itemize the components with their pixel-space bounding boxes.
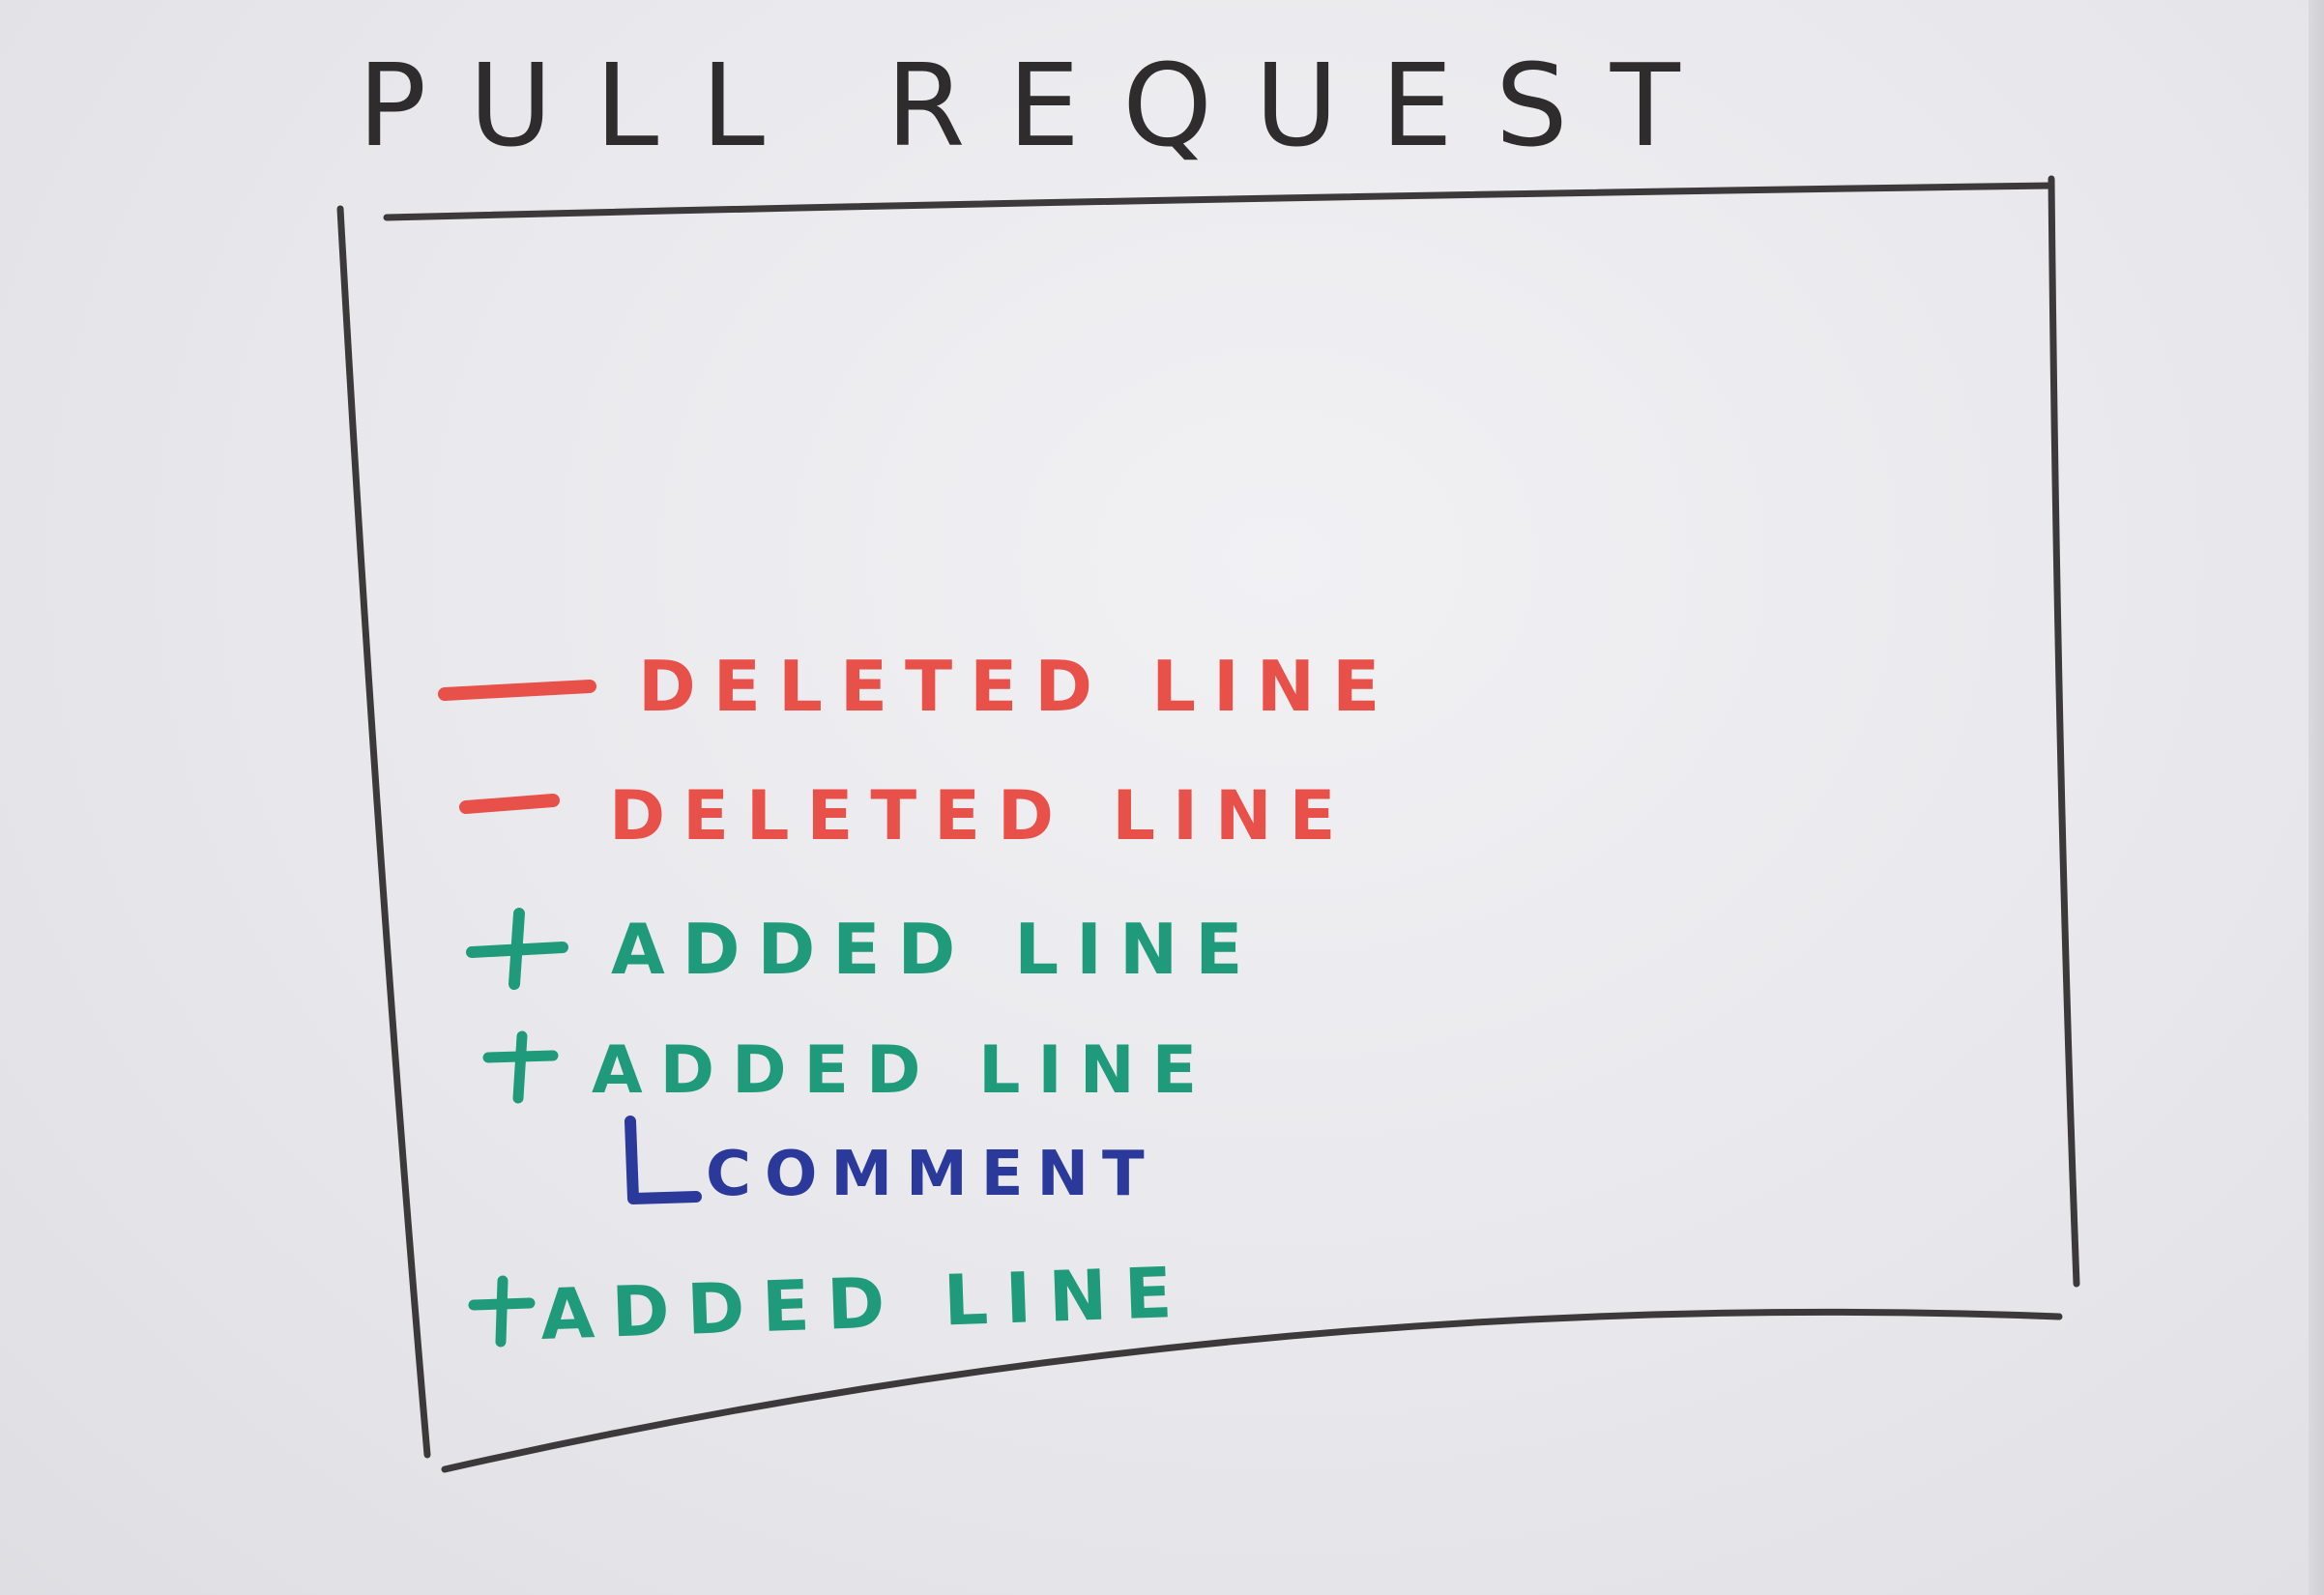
diff-line-text: ADDED LINE: [539, 1252, 1191, 1355]
diff-line-deleted-2: DELETED LINE: [459, 776, 1352, 856]
plus-sign: [466, 908, 568, 990]
frame-right-edge: [2048, 175, 2080, 1288]
minus-sign: [438, 680, 596, 701]
diff-line-text: DELETED LINE: [638, 646, 1397, 727]
diff-line-added-3: ADDED LINE: [468, 1252, 1191, 1355]
sketch-title: PULL REQUEST: [358, 39, 1723, 172]
plus-sign: [468, 1275, 536, 1348]
diff-line-text: DELETED LINE: [609, 776, 1352, 856]
frame-top-edge: [383, 182, 2055, 221]
diff-line-text: ADDED LINE: [592, 1032, 1214, 1109]
plus-sign: [482, 1030, 559, 1104]
diff-frame: [336, 175, 2080, 1473]
frame-bottom-edge: [441, 1308, 2063, 1473]
diff-line-added-2: ADDED LINE: [482, 1030, 1214, 1109]
paper-edge: [2309, 0, 2324, 1595]
diff-line-added-1: ADDED LINE: [466, 908, 1260, 990]
diff-line-text: ADDED LINE: [611, 909, 1260, 990]
diff-comment: COMMENT: [625, 1116, 1158, 1210]
comment-connector-l: [625, 1116, 702, 1204]
comment-text: COMMENT: [706, 1139, 1158, 1210]
diff-line-deleted-1: DELETED LINE: [438, 646, 1397, 727]
frame-left-edge: [336, 205, 431, 1459]
minus-sign: [459, 794, 560, 814]
